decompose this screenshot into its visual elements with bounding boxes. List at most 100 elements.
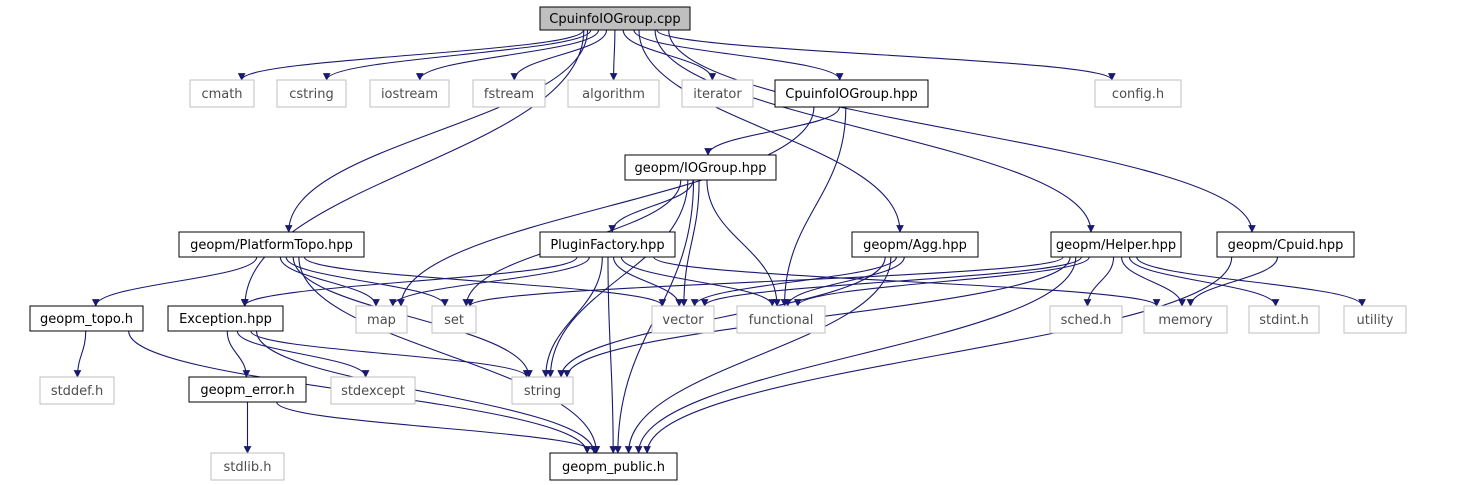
node-iostream: iostream xyxy=(369,79,450,108)
edge-helper-to-functional xyxy=(793,256,1090,307)
edge-cpuinfohpp-to-iogroup xyxy=(704,106,840,156)
edge-geopmerror-to-geopmpublic xyxy=(276,401,599,454)
edge-root-to-exception xyxy=(241,29,585,307)
edges xyxy=(73,29,1366,454)
node-stdlibh: stdlib.h xyxy=(210,452,285,481)
edge-agg-to-functional xyxy=(783,256,905,307)
node-cpuinfohpp[interactable]: CpuinfoIOGroup.hpp xyxy=(774,79,929,108)
edge-root-to-cpuid xyxy=(668,29,1256,233)
edge-iogroup-to-string xyxy=(546,179,689,378)
node-cpuid[interactable]: geopm/Cpuid.hpp xyxy=(1216,231,1355,258)
node-box xyxy=(431,305,477,334)
node-fstream: fstream xyxy=(472,79,546,108)
node-label: utility xyxy=(1357,313,1394,328)
edge-root-to-cmath xyxy=(237,29,585,81)
edge-root-to-cstring xyxy=(322,29,592,81)
node-helper[interactable]: geopm/Helper.hpp xyxy=(1050,231,1182,258)
node-geopmtopo[interactable]: geopm_topo.h xyxy=(29,305,144,332)
node-box xyxy=(736,305,826,334)
edge-root-to-agg xyxy=(638,29,904,233)
node-label: fstream xyxy=(484,87,534,102)
edge-iogroup-to-pluginfactory xyxy=(608,179,694,233)
node-box xyxy=(276,79,347,108)
node-box xyxy=(189,79,255,108)
node-label: stdint.h xyxy=(1259,313,1308,328)
node-box xyxy=(355,305,408,334)
node-box xyxy=(1216,231,1355,258)
edge-root-to-algorithm xyxy=(609,29,618,81)
node-box xyxy=(178,231,365,258)
edge-agg-to-geopmpublic xyxy=(624,256,892,454)
node-label: algorithm xyxy=(582,87,645,102)
node-geopmerror[interactable]: geopm_error.h xyxy=(188,376,307,403)
edge-platformtopo-to-set xyxy=(285,256,449,307)
node-box xyxy=(549,452,678,481)
node-label: geopm/PlatformTopo.hpp xyxy=(190,238,353,253)
edge-pluginfactory-to-vector xyxy=(612,256,684,307)
edge-helper-to-set xyxy=(466,256,1064,307)
edge-cpuinfohpp-to-map xyxy=(397,106,815,307)
edge-cpuinfohpp-to-functional xyxy=(780,106,847,307)
edge-root-to-fstream xyxy=(510,29,608,81)
node-label: memory xyxy=(1158,313,1213,328)
edge-pluginfactory-to-exception xyxy=(240,256,578,307)
edge-pluginfactory-to-string xyxy=(541,256,603,378)
node-utility: utility xyxy=(1343,305,1407,334)
node-box xyxy=(188,376,307,403)
edge-pluginfactory-to-memory xyxy=(653,256,1161,307)
node-box xyxy=(330,376,416,405)
node-box xyxy=(1248,305,1320,334)
edge-cpuid-to-memory xyxy=(1186,256,1279,307)
node-box xyxy=(681,79,754,108)
node-box xyxy=(1343,305,1407,334)
node-iogroup[interactable]: geopm/IOGroup.hpp xyxy=(624,154,777,181)
node-box xyxy=(539,231,676,258)
edge-pluginfactory-to-functional xyxy=(620,256,777,307)
node-box xyxy=(1094,79,1182,108)
edge-platformtopo-to-geopmpublic xyxy=(298,256,601,454)
node-platformtopo[interactable]: geopm/PlatformTopo.hpp xyxy=(178,231,365,258)
node-schedh: sched.h xyxy=(1049,305,1123,334)
edge-platformtopo-to-string xyxy=(292,256,533,378)
node-box xyxy=(567,79,660,108)
edge-exception-to-string xyxy=(250,330,531,378)
node-box xyxy=(511,376,574,405)
node-box xyxy=(624,154,777,181)
node-stddefh: stddef.h xyxy=(39,376,115,405)
node-pluginfactory[interactable]: PluginFactory.hpp xyxy=(539,231,676,258)
edge-iogroup-to-functional xyxy=(706,179,781,307)
edge-root-to-cpuinfohpp xyxy=(633,29,844,81)
edge-geopmtopo-to-stddefh xyxy=(73,330,87,378)
node-agg[interactable]: geopm/Agg.hpp xyxy=(851,231,979,258)
node-label: Exception.hpp xyxy=(179,312,272,327)
edge-root-to-helper xyxy=(654,29,1095,233)
node-label: geopm/Agg.hpp xyxy=(863,238,967,253)
edge-exception-to-stdexcept xyxy=(236,330,370,378)
node-box xyxy=(1143,305,1228,334)
edge-pluginfactory-to-map xyxy=(389,256,590,307)
edge-exception-to-geopmpublic xyxy=(255,330,598,454)
node-label: CpuinfoIOGroup.hpp xyxy=(785,87,917,102)
node-label: geopm_public.h xyxy=(562,460,665,475)
node-label: geopm/Cpuid.hpp xyxy=(1228,238,1344,253)
node-functional: functional xyxy=(736,305,826,334)
edge-helper-to-vector xyxy=(700,256,1082,307)
node-exception[interactable]: Exception.hpp xyxy=(167,305,284,332)
edge-pluginfactory-to-geopmpublic xyxy=(607,256,618,454)
node-box xyxy=(851,231,979,258)
node-root[interactable]: CpuinfoIOGroup.cpp xyxy=(539,6,691,31)
node-geopmpublic[interactable]: geopm_public.h xyxy=(549,452,678,481)
edge-helper-to-utility xyxy=(1136,256,1366,307)
node-label: iterator xyxy=(693,87,742,102)
edge-cpuid-to-geopmpublic xyxy=(643,256,1233,454)
node-box xyxy=(39,376,115,405)
node-label: geopm_topo.h xyxy=(40,312,133,327)
edge-platformtopo-to-geopmtopo xyxy=(91,256,258,307)
node-label: string xyxy=(524,384,561,399)
node-label: cmath xyxy=(201,87,242,102)
edge-agg-to-string xyxy=(557,256,886,378)
edge-helper-to-stdinth xyxy=(1128,256,1280,307)
edge-root-to-configh xyxy=(656,29,1116,81)
